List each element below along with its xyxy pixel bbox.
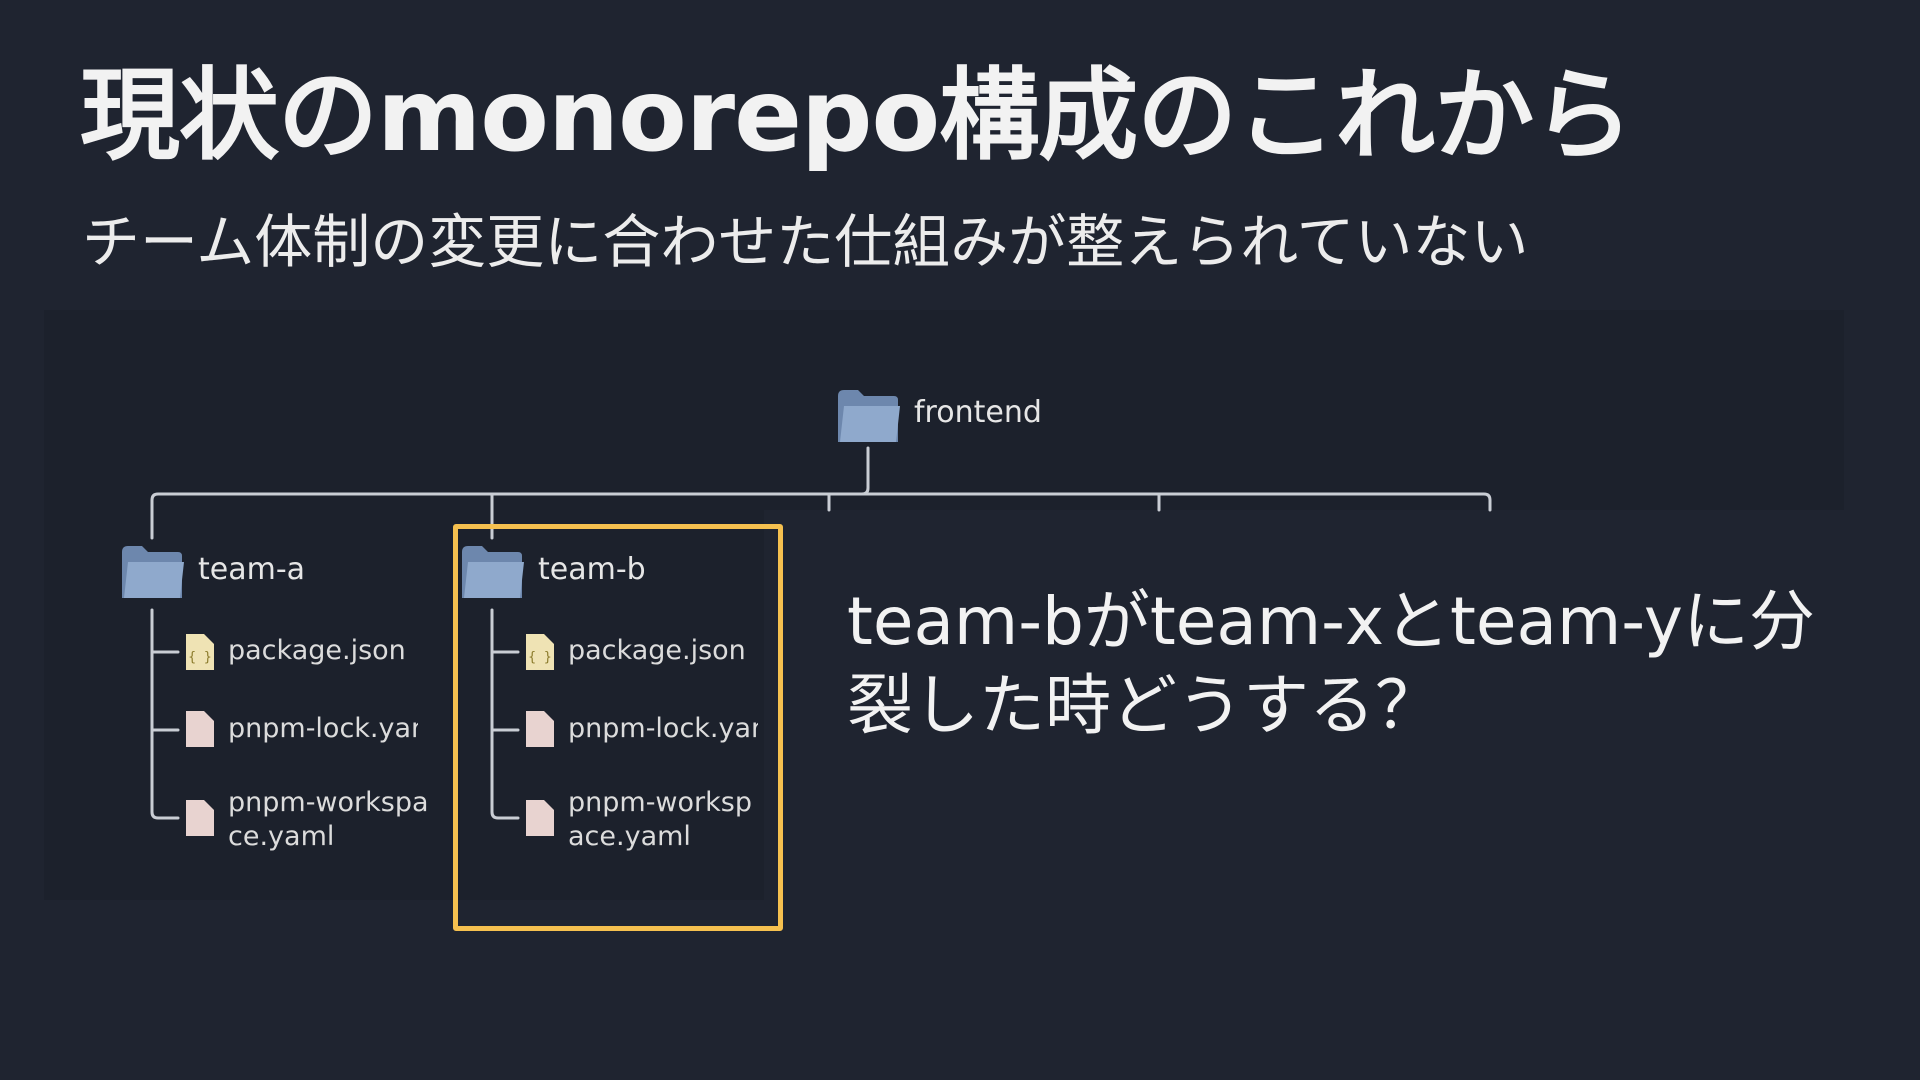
file-icon [186, 711, 214, 747]
team-a-file-label: pnpm-lock.yaml [228, 713, 418, 744]
team-b-highlight-box [453, 524, 783, 931]
folder-icon [838, 390, 900, 442]
team-a-file-label: pnpm-workspace.yaml [228, 787, 429, 852]
team-b-file-label: package.json [568, 635, 746, 666]
json-file-icon: { } [526, 634, 554, 670]
team-a-file-label: package.json [228, 635, 406, 666]
root-folder-label: frontend [914, 395, 1042, 430]
file-icon [526, 800, 554, 836]
svg-text:{ }: { } [528, 650, 551, 665]
question-text: team-bがteam-xとteam-yに分裂した時どうする？ [847, 583, 1815, 744]
team-a-folder-label: team-a [198, 552, 306, 587]
slide-title: 現状のmonorepo構成のこれから [80, 57, 1633, 174]
svg-text:{ }: { } [188, 650, 211, 665]
team-b-file-spine [490, 608, 520, 820]
file-icon [526, 711, 554, 747]
team-b-file-label: pnpm-lock.yaml [568, 713, 758, 744]
team-a-file-spine [150, 608, 180, 820]
json-file-icon: { } [186, 634, 214, 670]
tree-bus-line [150, 492, 1492, 540]
folder-icon [122, 546, 184, 598]
team-b-file-label: pnpm-workspace.yaml [568, 787, 752, 852]
root-connector [860, 446, 870, 496]
slide-subtitle: チーム体制の変更に合わせた仕組みが整えられていない [82, 208, 1529, 276]
tree-connectors [150, 446, 1492, 820]
team-b-folder-label: team-b [538, 552, 646, 587]
file-icon [186, 800, 214, 836]
folder-icon [462, 546, 524, 598]
